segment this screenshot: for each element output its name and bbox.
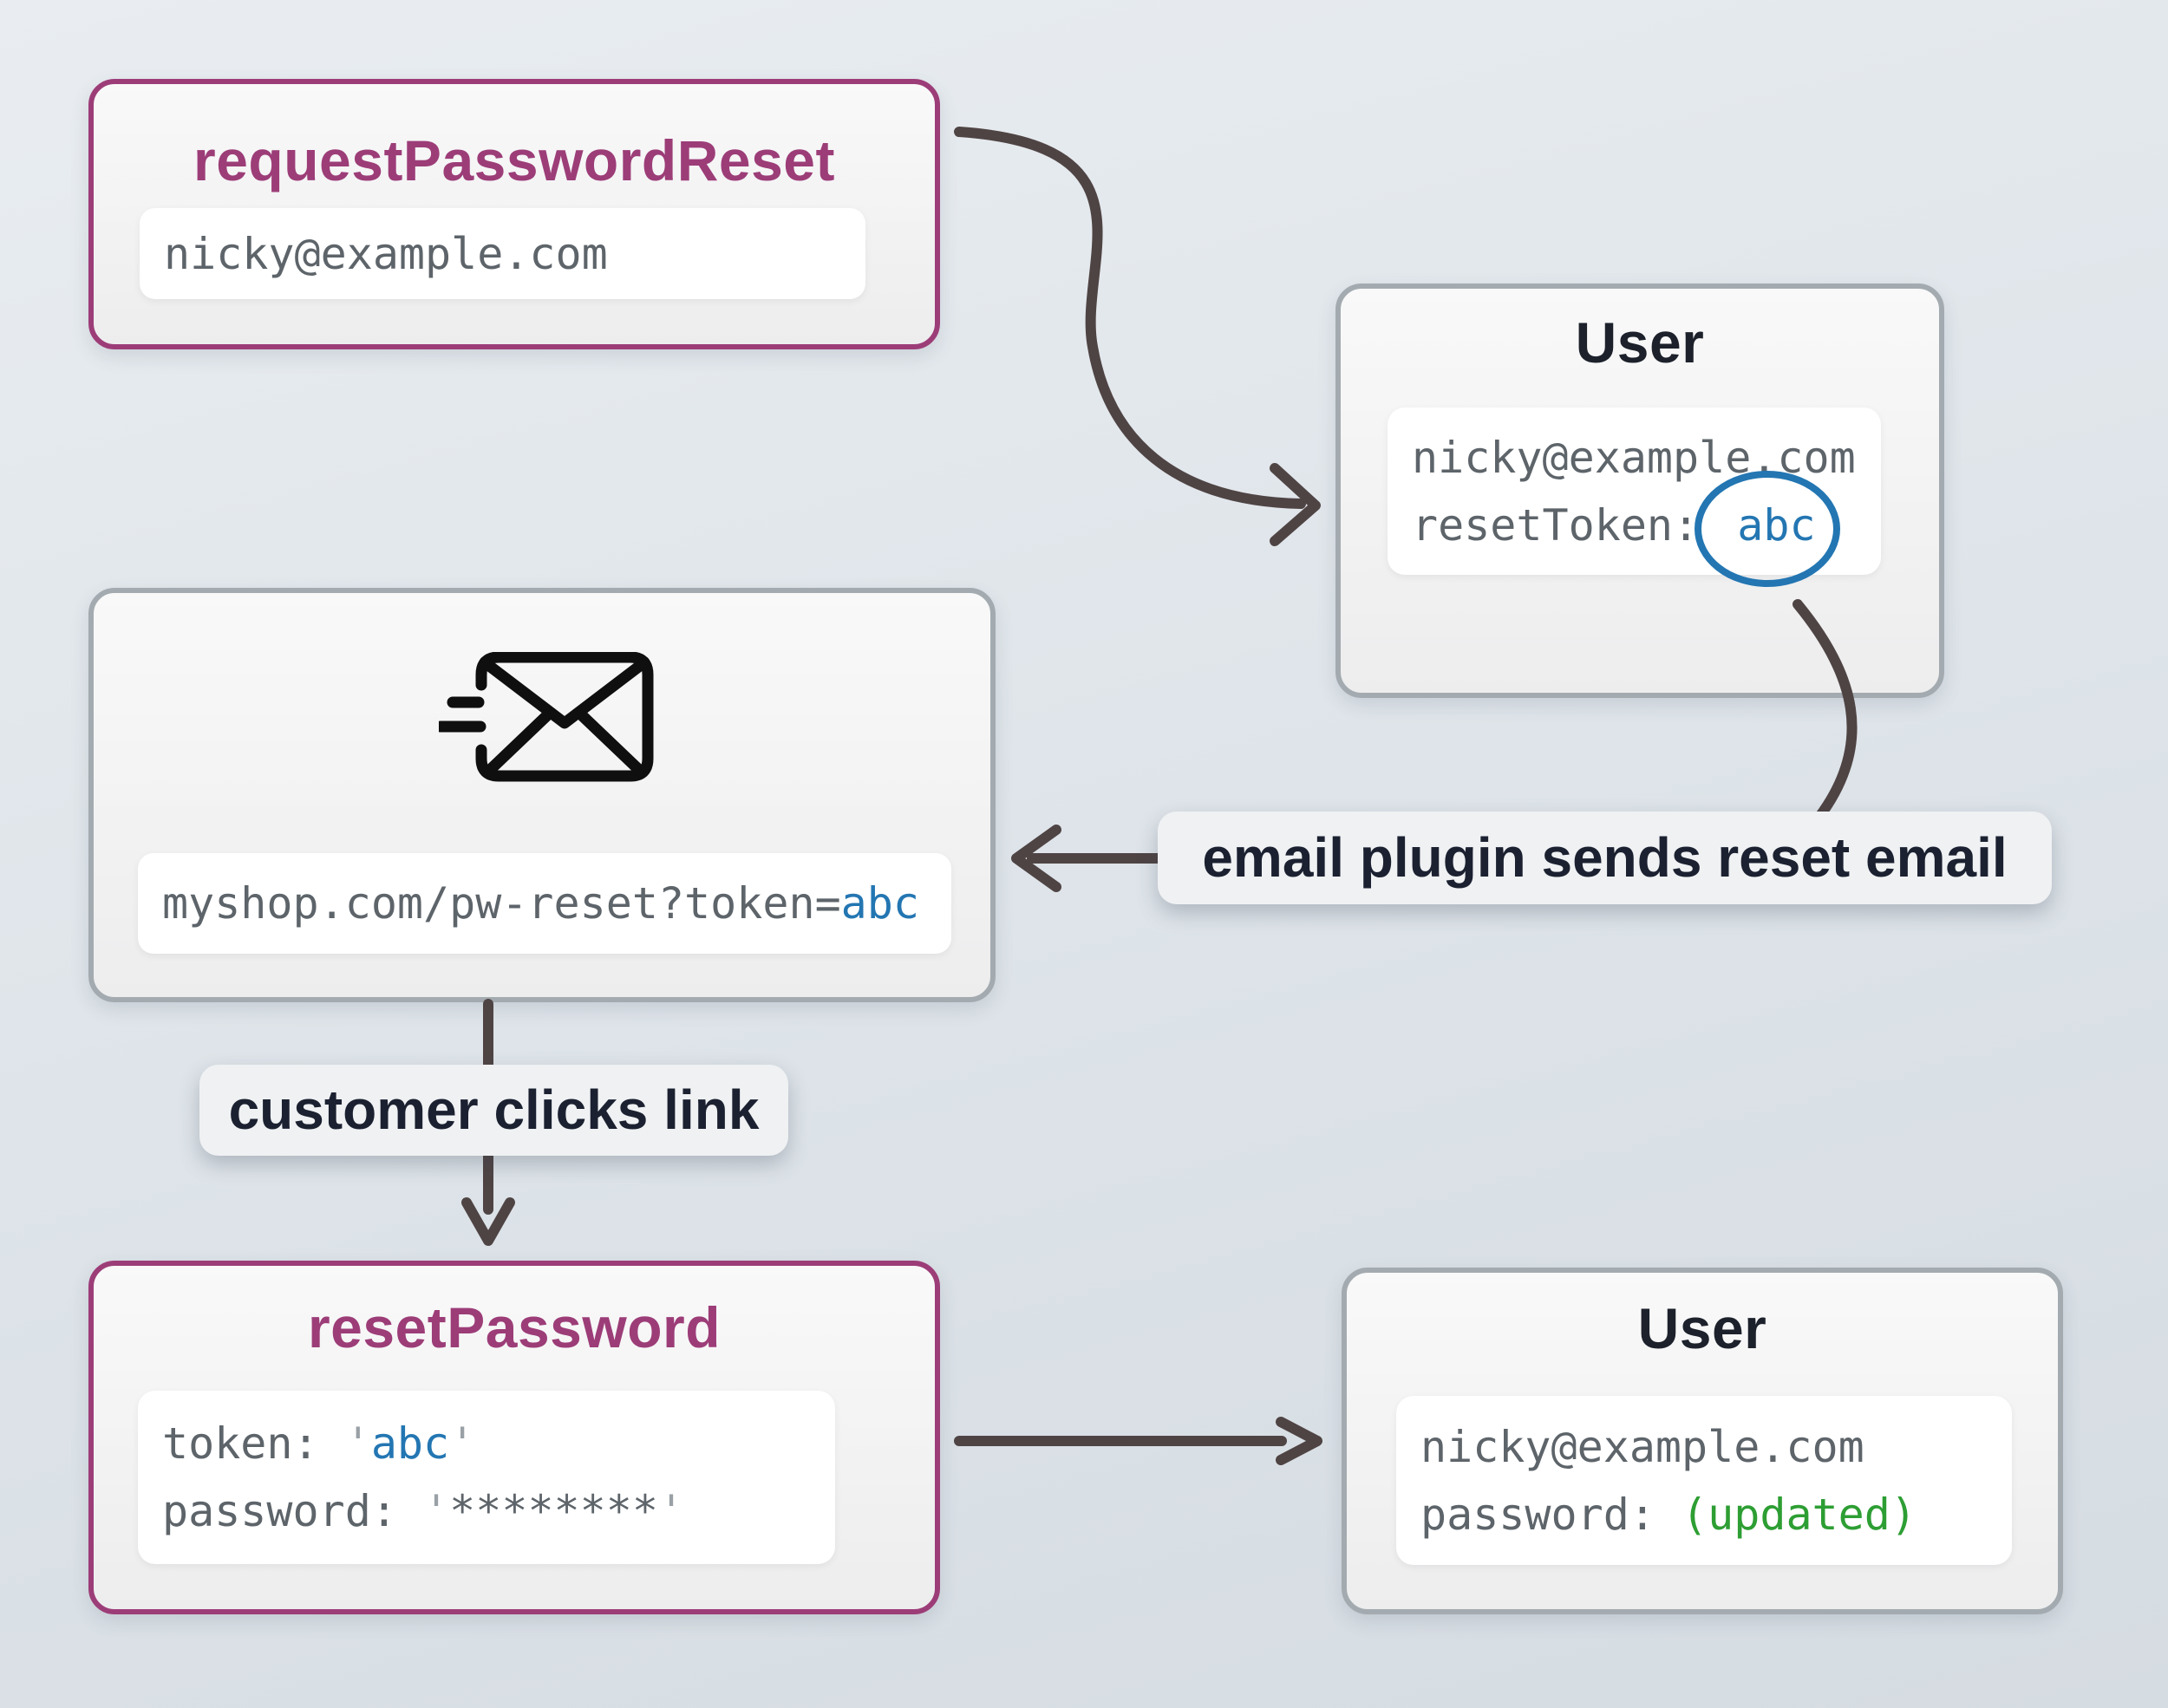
node-request-password-reset: requestPasswordReset nicky@example.com (88, 79, 940, 349)
reset-token-line: token: 'abc' (162, 1422, 811, 1465)
reset-args: token: 'abc' password: '********' (138, 1391, 835, 1564)
email-value: nicky@example.com (1420, 1421, 1864, 1472)
user-bottom-email-line: nicky@example.com (1420, 1425, 1988, 1469)
node-reset-email: myshop.com/pw-reset?token=abc (88, 588, 996, 1002)
user-top-token-line: resetToken: abc (1412, 504, 1857, 547)
node-request-title: requestPasswordReset (193, 128, 835, 192)
arrow-reset-to-user (954, 1417, 1322, 1465)
node-reset-title: resetPassword (307, 1295, 722, 1359)
token-label: resetToken: (1412, 499, 1726, 551)
arrow-request-to-user (954, 127, 1321, 546)
user-top-record: nicky@example.com resetToken: abc (1388, 407, 1881, 575)
password-label: password: (1420, 1489, 1682, 1540)
user-bottom-password-line: password: (updated) (1420, 1493, 1988, 1536)
arrow-label-to-email (1011, 825, 1185, 892)
label-email-plugin: email plugin sends reset email (1158, 812, 2052, 904)
node-user-top: User nicky@example.com resetToken: abc (1335, 284, 1944, 698)
reset-url-text: myshop.com/pw-reset?token=abc (162, 882, 927, 925)
token-label: token: (162, 1418, 345, 1469)
node-reset-password: resetPassword token: 'abc' password: '**… (88, 1261, 940, 1614)
request-email-field: nicky@example.com (140, 208, 865, 299)
quote: ' (423, 1486, 450, 1536)
arrowhead-right-icon (1270, 463, 1321, 546)
label-customer-clicks: customer clicks link (199, 1065, 788, 1156)
arrowhead-right-icon (1276, 1417, 1322, 1465)
reset-password-line: password: '********' (162, 1490, 811, 1533)
token-value: abc (370, 1418, 450, 1469)
password-value: ******** (449, 1486, 658, 1536)
url-token: abc (840, 878, 919, 929)
arrowhead-left-icon (1011, 825, 1061, 892)
password-value: (updated) (1682, 1489, 1917, 1540)
node-user-bottom: User nicky@example.com password: (update… (1342, 1268, 2063, 1614)
node-user-top-title: User (1575, 310, 1705, 375)
user-bottom-record: nicky@example.com password: (updated) (1396, 1396, 2012, 1565)
user-top-email-line: nicky@example.com (1412, 436, 1857, 479)
arrowhead-down-icon (461, 1197, 515, 1246)
email-value: nicky@example.com (164, 228, 608, 279)
token-value: abc (1737, 499, 1816, 551)
node-user-bottom-title: User (1637, 1296, 1767, 1360)
quote: ' (344, 1418, 371, 1469)
quote: ' (657, 1486, 685, 1536)
url-prefix: myshop.com/pw-reset?token= (162, 878, 841, 929)
reset-url-field: myshop.com/pw-reset?token=abc (138, 853, 951, 954)
request-email-text: nicky@example.com (164, 232, 841, 276)
email-value: nicky@example.com (1412, 432, 1856, 483)
mail-send-icon (434, 651, 654, 786)
quote: ' (449, 1418, 476, 1469)
password-label: password: (162, 1486, 424, 1536)
